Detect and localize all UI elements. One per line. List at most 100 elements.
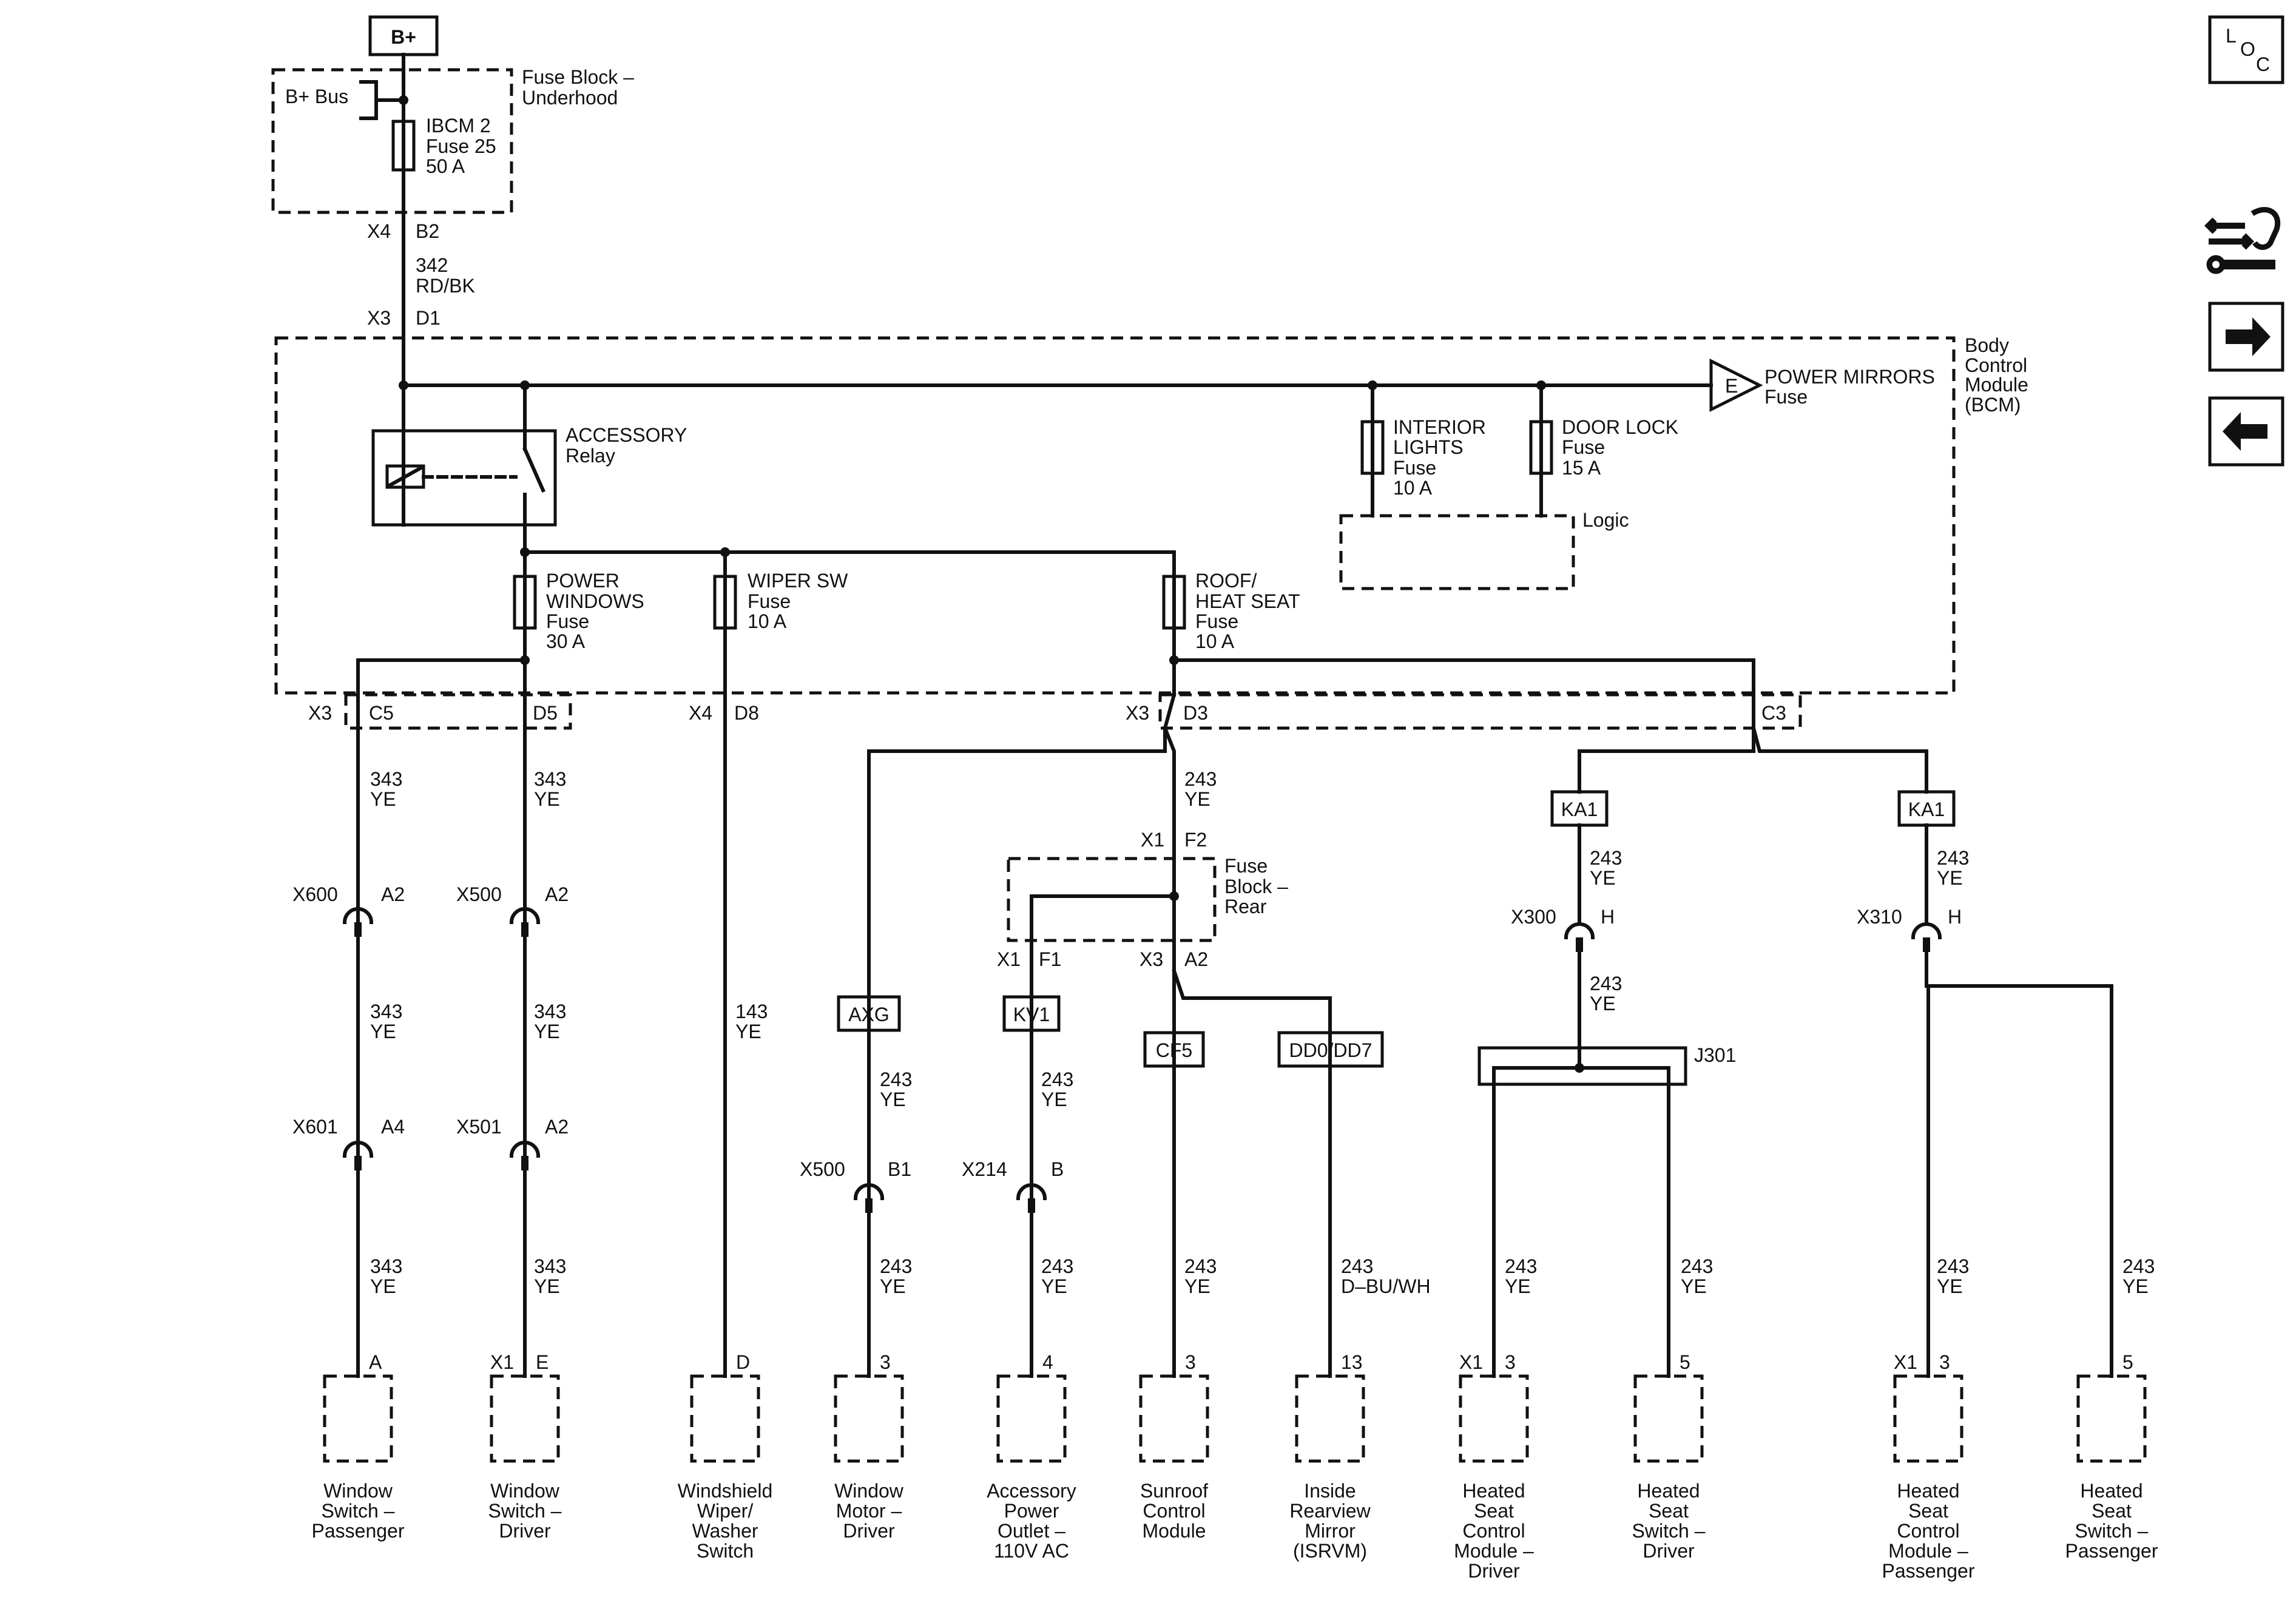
power-mirrors-line1: POWER MIRRORS (1764, 366, 1935, 388)
pin-d3: D3 (1183, 702, 1208, 724)
circuit-window-motor-driver: AXG 243 YE X500 B1 243 YE (800, 749, 912, 1378)
connector-label: X310 (1857, 906, 1902, 928)
wire-label: YE (1590, 867, 1616, 889)
loc-letter-c: C (2256, 53, 2270, 75)
component-name-line: Seat (2092, 1500, 2132, 1522)
connector-pin: H (1601, 906, 1615, 928)
connector-label: X500 (800, 1158, 845, 1180)
splice-tag-dd: DD0/DD7 (1289, 1039, 1373, 1061)
component-name-line: 110V AC (994, 1540, 1069, 1562)
pw-fuse-line3: Fuse (546, 610, 589, 632)
wire-label: YE (1937, 867, 1963, 889)
component-name-line: Seat (1474, 1500, 1514, 1522)
circuit-roof-heat-seat-feed: 243 YE X1 F2 (867, 658, 1217, 857)
component-name-line: Window (834, 1480, 904, 1502)
door-lock-line1: DOOR LOCK (1562, 416, 1678, 438)
component-name-line: Power (1004, 1500, 1059, 1522)
component-connector-button[interactable] (2204, 207, 2281, 274)
wire-label: 343 (370, 1001, 402, 1022)
component-pin: 13 (1341, 1351, 1363, 1373)
wire-label: YE (534, 1275, 560, 1297)
connector-pin: A2 (1184, 948, 1208, 970)
component-pin: A (369, 1351, 382, 1373)
conn-x4-label: X4 (367, 220, 391, 242)
connector-pin: F1 (1039, 948, 1061, 970)
wire-label: 343 (534, 1255, 566, 1277)
connector-label: X500 (456, 883, 502, 905)
component-box (834, 1374, 904, 1463)
component-connector-icon[interactable] (2204, 207, 2281, 274)
component-name-line: Rearview (1289, 1500, 1371, 1522)
component-box (1893, 1374, 1963, 1463)
connector-pin: F2 (1184, 829, 1207, 851)
wire-label: 243 (880, 1068, 912, 1090)
interior-lights-line1: INTERIOR (1393, 416, 1486, 438)
component-name-line: Driver (1643, 1540, 1695, 1562)
component-connector: X1 (490, 1351, 514, 1373)
loc-icon[interactable] (2208, 15, 2284, 84)
component-name-line: Driver (843, 1520, 895, 1542)
wire-label: 243 (1184, 1255, 1217, 1277)
component-pin: D (736, 1351, 750, 1373)
component-name-line: Outlet – (998, 1520, 1065, 1542)
wire-label: YE (1184, 788, 1210, 810)
wire-label: YE (1681, 1275, 1707, 1297)
component-pin: 5 (2122, 1351, 2133, 1373)
circuit-isrvm: DD0/DD7 243 D–BU/WH (1172, 968, 1431, 1378)
connector-label: X214 (962, 1158, 1007, 1180)
loc-letter-o: O (2240, 38, 2255, 60)
wiper-fuse-line3: 10 A (748, 610, 787, 632)
connector-pin: A2 (545, 1116, 569, 1138)
component-name-line: Windshield (678, 1480, 773, 1502)
component-pin: E (536, 1351, 549, 1373)
loc-button[interactable]: L O C (2208, 15, 2284, 84)
component-name-line: Driver (1468, 1560, 1520, 1582)
component-name-line: Control (1462, 1520, 1525, 1542)
wire-label: 243 (1505, 1255, 1537, 1277)
connector-pin: B (1051, 1158, 1064, 1180)
bcm-title-4: (BCM) (1965, 394, 2021, 416)
next-button[interactable] (2208, 302, 2284, 372)
component-name-line: Window (490, 1480, 560, 1502)
battery-source: B+ (368, 15, 439, 101)
wire-label: 343 (534, 768, 566, 790)
splice-label-j301: J301 (1694, 1044, 1736, 1066)
wire-label: YE (534, 788, 560, 810)
wire-label: 343 (370, 1255, 402, 1277)
ibcm-fuse-line3: 50 A (426, 155, 465, 177)
previous-arrow-icon[interactable] (2208, 396, 2284, 467)
splice-tag-axg: AXG (848, 1004, 890, 1025)
previous-button[interactable] (2208, 396, 2284, 467)
battery-source-label: B+ (391, 26, 416, 48)
component-box (1633, 1374, 1704, 1463)
wire-label: YE (1184, 1275, 1210, 1297)
wire-342-number: 342 (416, 254, 448, 276)
component-box (1459, 1374, 1529, 1463)
component-pin: 3 (1505, 1351, 1516, 1373)
rear-fuse-title-1: Fuse (1224, 855, 1268, 877)
component-box (1295, 1374, 1365, 1463)
component-name-line: Module – (1888, 1540, 1968, 1562)
connector-label: X601 (292, 1116, 338, 1138)
underhood-title-1: Fuse Block – (522, 66, 634, 88)
roof-fuse-line1: ROOF/ (1195, 570, 1257, 592)
wire-label: YE (370, 788, 396, 810)
component-name-line: Passenger (312, 1520, 405, 1542)
component-name-line: Control (1897, 1520, 1959, 1542)
wire-label: 343 (370, 768, 402, 790)
component-name-line: Control (1143, 1500, 1205, 1522)
connector-label: X1 (997, 948, 1021, 970)
component-name-line: Module (1143, 1520, 1206, 1542)
wiper-fuse-line2: Fuse (748, 590, 791, 612)
splice-tag-kv1: KV1 (1013, 1004, 1050, 1025)
conn-x4-d8: X4 (689, 702, 712, 724)
component-name-line: Wiper/ (697, 1500, 754, 1522)
wire-label: 243 (1681, 1255, 1713, 1277)
wire-label: 243 (1937, 1255, 1969, 1277)
wire-label: YE (2122, 1275, 2149, 1297)
